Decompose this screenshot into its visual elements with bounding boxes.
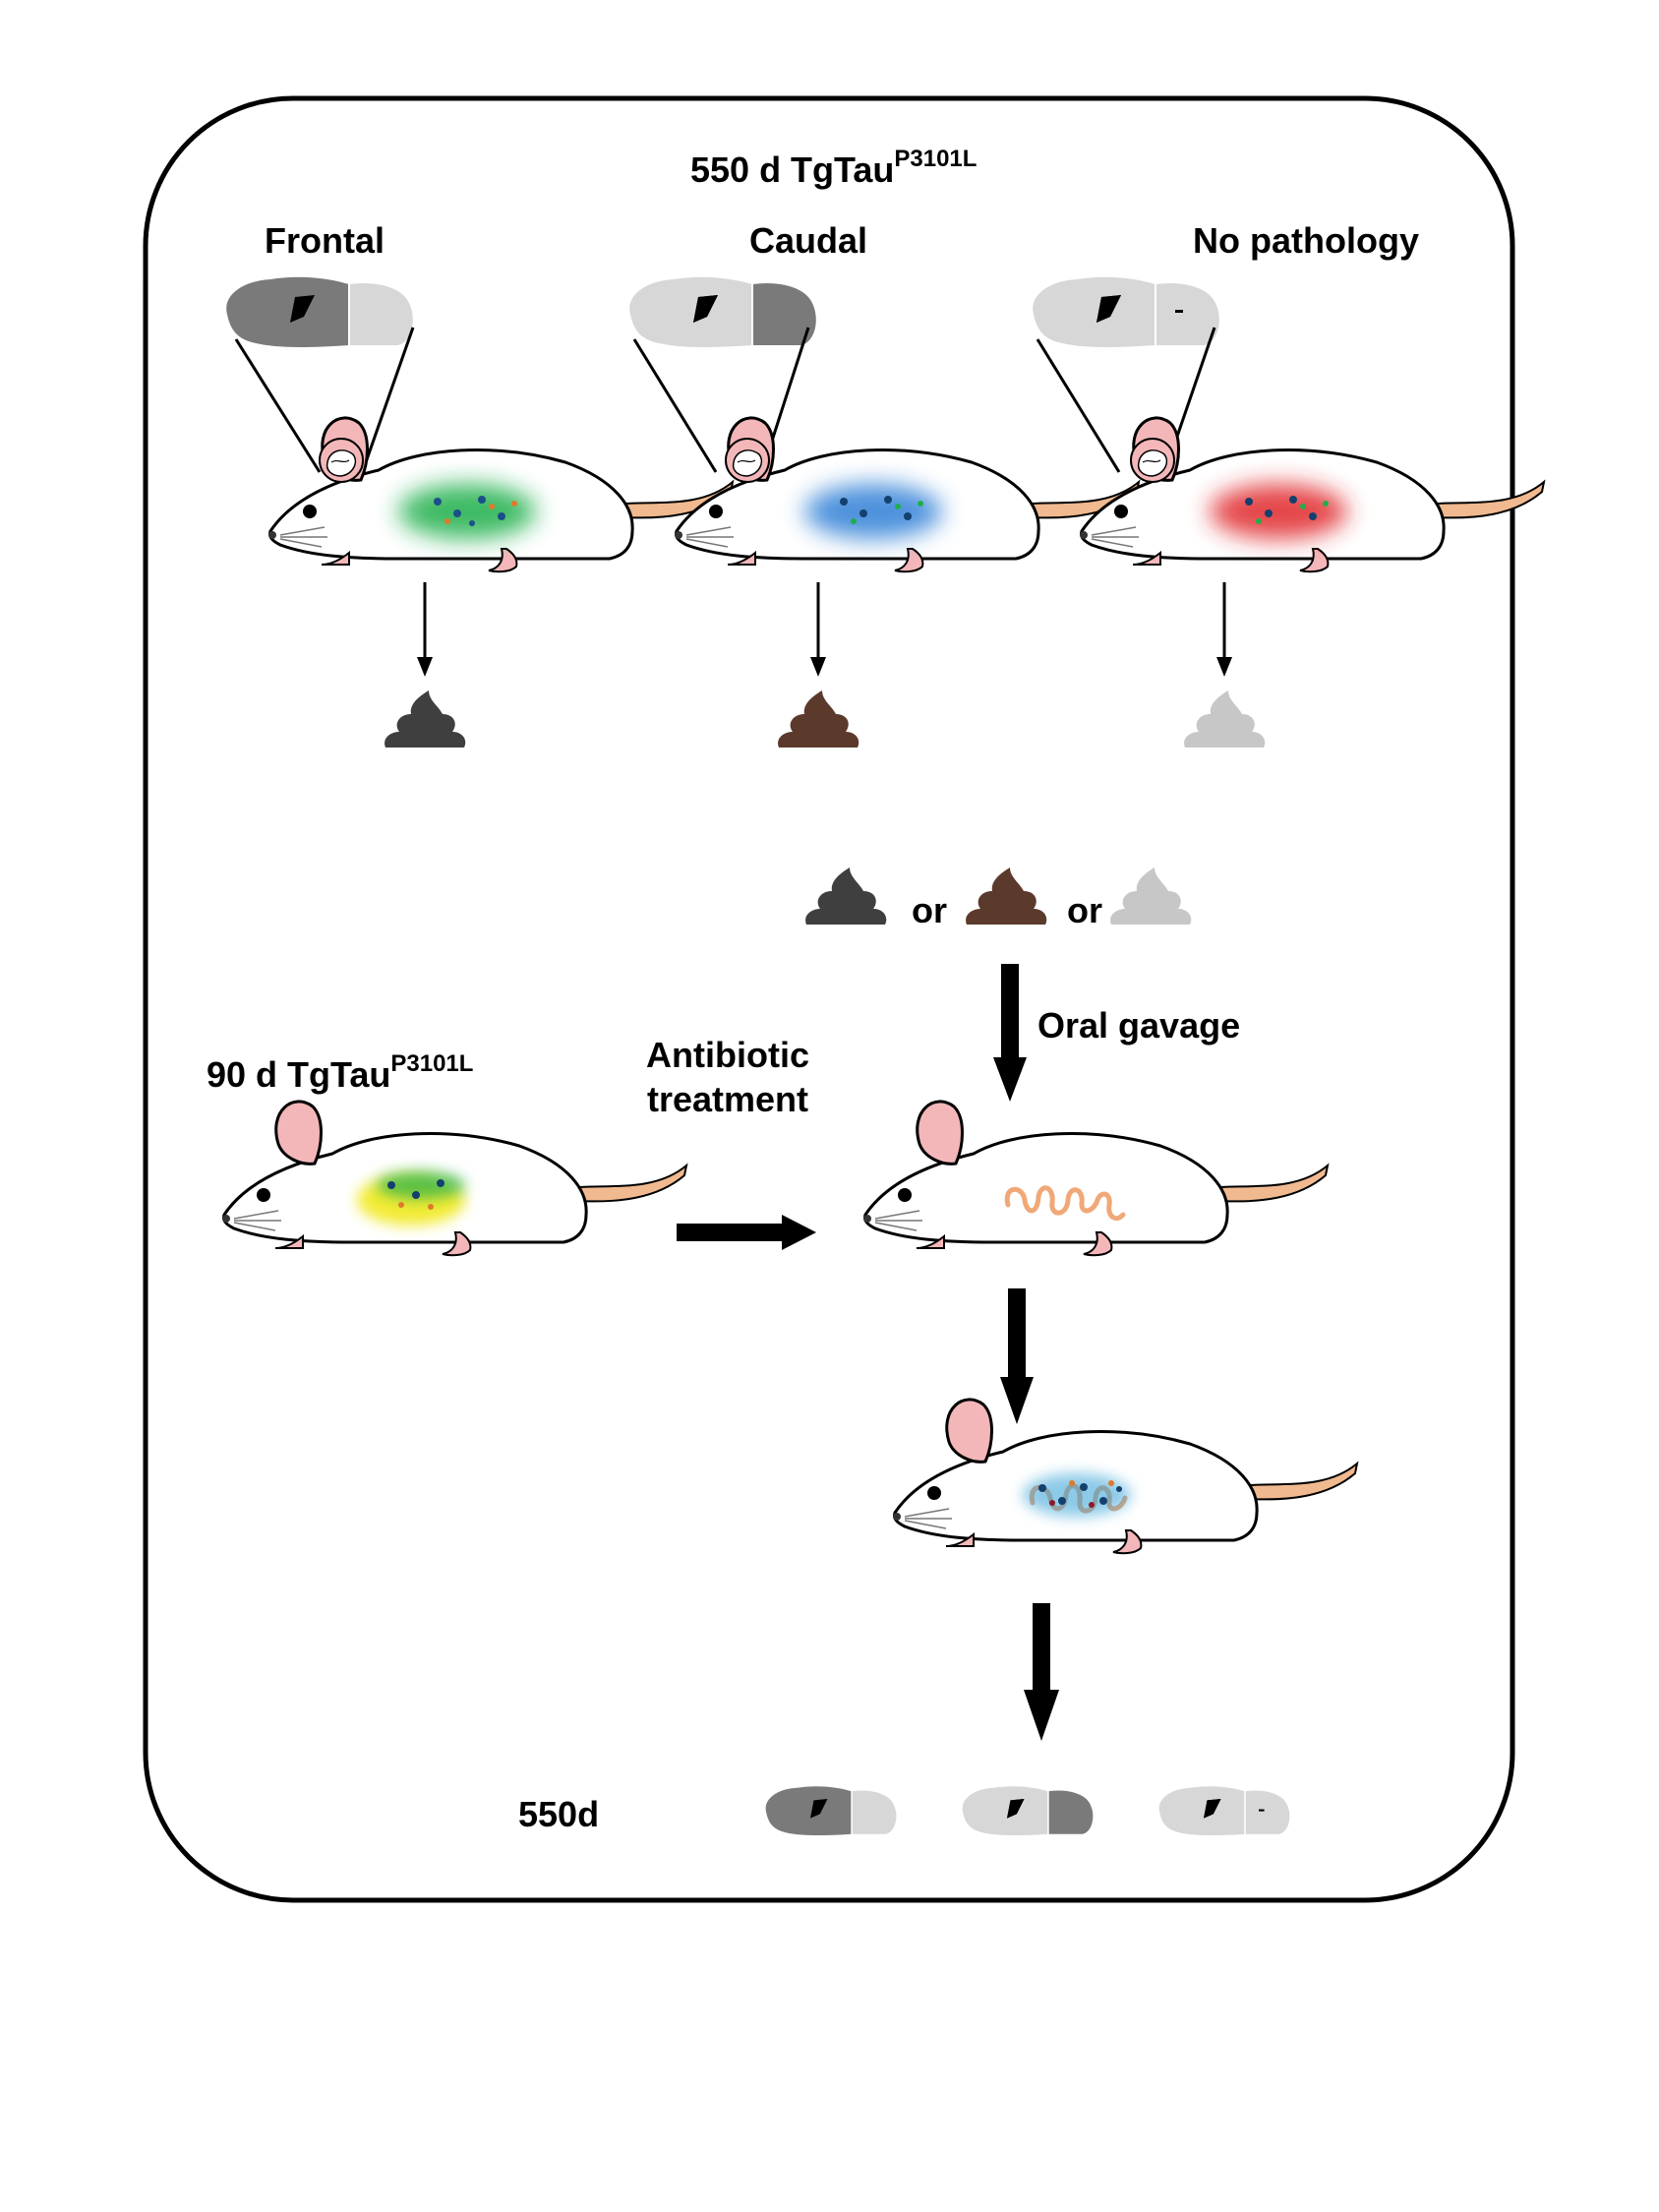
feces-frontal: [385, 690, 466, 747]
or-label-1: or: [912, 890, 947, 930]
antibiotic-label-line2: treatment: [647, 1079, 808, 1119]
head-brain-icon-caudal: [725, 438, 770, 483]
top-title-main: 550 d TgTau: [690, 149, 894, 190]
mouse-frontal: [267, 416, 735, 573]
oral-gavage-label: Oral gavage: [1037, 1005, 1240, 1046]
column-label-no-pathology: No pathology: [1193, 220, 1419, 261]
feces-no-pathology: [1184, 690, 1266, 747]
brain-outcome-no-pathology: [1157, 1784, 1291, 1837]
gut-microbiota-frontal: [398, 484, 536, 539]
antibiotic-label-line1: Antibiotic: [646, 1035, 809, 1075]
head-brain-icon-frontal: [319, 438, 364, 483]
head-brain-icon-no-pathology: [1130, 438, 1175, 483]
brain-frontal: [224, 274, 415, 349]
feces-choice-dark: [805, 867, 887, 925]
young-mouse-title: 90 d TgTauP3101L: [207, 1050, 473, 1095]
brain-outcome-frontal: [764, 1784, 898, 1837]
column-label-frontal: Frontal: [265, 220, 385, 261]
outer-frame: [143, 95, 1515, 1903]
young-title-main: 90 d TgTau: [207, 1054, 390, 1095]
mouse-young: [220, 1100, 688, 1257]
mouse-no-pathology: [1078, 416, 1546, 573]
gut-microbiota-caudal: [804, 484, 942, 539]
arrow-to-outcome: [1033, 1603, 1050, 1694]
top-title-superscript: P3101L: [894, 146, 977, 172]
feces-choice-brown: [966, 867, 1047, 925]
arrow-oral-gavage: [1001, 964, 1019, 1060]
arrow-antibiotic: [677, 1224, 785, 1241]
brain-outcome-caudal: [961, 1784, 1095, 1837]
mouse-antibiotic-treated: [861, 1100, 1330, 1257]
gut-microbiota-no-pathology: [1210, 484, 1347, 539]
brain-no-pathology: [1031, 274, 1221, 349]
top-title: 550 d TgTauP3101L: [690, 146, 977, 190]
age-label-550d: 550d: [518, 1794, 599, 1834]
feces-caudal: [778, 690, 859, 747]
feces-choice-light: [1110, 867, 1192, 925]
young-title-superscript: P3101L: [390, 1050, 473, 1077]
mouse-caudal: [673, 416, 1141, 573]
arrow-to-colonized: [1008, 1288, 1026, 1382]
brain-caudal: [627, 274, 818, 349]
gut-microbiota-colonized: [1023, 1473, 1131, 1517]
mouse-colonized: [891, 1398, 1359, 1555]
or-label-2: or: [1067, 890, 1102, 930]
intestine-icon: [1004, 1185, 1126, 1222]
column-label-caudal: Caudal: [749, 220, 867, 261]
